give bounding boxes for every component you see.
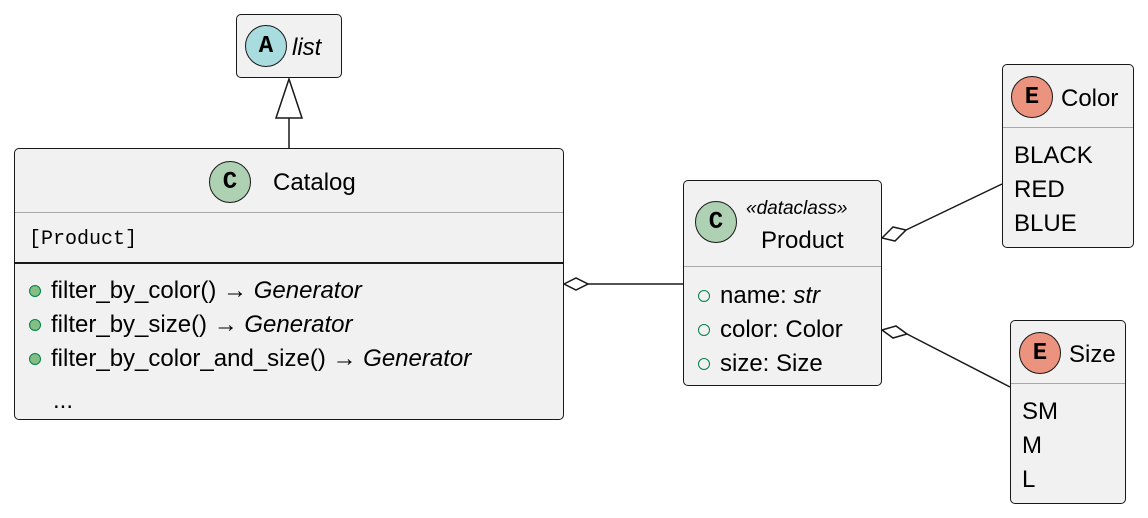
separator xyxy=(15,212,563,213)
separator xyxy=(684,266,881,267)
enum-size[interactable]: E Size SM M L xyxy=(1010,320,1126,504)
enum-value: RED xyxy=(1014,176,1065,203)
field-type: Size xyxy=(776,350,823,377)
separator xyxy=(1011,383,1125,384)
aggregation-line-product-size xyxy=(906,333,1011,388)
class-stereotype: «dataclass» xyxy=(746,198,848,219)
public-field-dot xyxy=(698,358,710,370)
class-product[interactable]: C «dataclass» Product name: str color: C… xyxy=(683,180,882,386)
catalog-method-3: filter_by_color_and_size() → Generator xyxy=(29,345,471,373)
catalog-method-1: filter_by_color() → Generator xyxy=(29,277,362,305)
enum-icon: E xyxy=(1019,332,1061,374)
aggregation-diamond-color xyxy=(880,226,908,242)
public-field-dot xyxy=(698,324,710,336)
method-return-type: Generator xyxy=(244,311,353,338)
public-method-dot xyxy=(29,319,41,331)
enum-icon: E xyxy=(1011,76,1053,118)
product-field-2: color: Color xyxy=(698,316,843,344)
product-field-1: name: str xyxy=(698,282,820,310)
field-name: color: xyxy=(720,316,779,343)
enum-name-size: Size xyxy=(1069,341,1116,368)
class-icon: C xyxy=(695,201,737,243)
class-icon: C xyxy=(209,161,251,203)
aggregation-diamond-catalog xyxy=(562,277,590,291)
enum-value: SM xyxy=(1022,398,1058,425)
class-name-catalog: Catalog xyxy=(273,169,356,196)
class-list[interactable]: A list xyxy=(236,14,342,78)
method-signature: filter_by_size() → xyxy=(51,311,238,338)
enum-value: L xyxy=(1022,466,1036,493)
public-method-dot xyxy=(29,285,41,297)
class-catalog[interactable]: C Catalog [Product] filter_by_color() → … xyxy=(14,148,564,420)
field-name: name: xyxy=(720,282,787,309)
method-return-type: Generator xyxy=(363,345,472,372)
field-type: Color xyxy=(785,316,843,343)
public-method-dot xyxy=(29,353,41,365)
inheritance-arrowhead xyxy=(274,76,304,119)
class-name-list: list xyxy=(292,34,322,61)
enum-value: BLUE xyxy=(1014,210,1077,237)
method-return-type: Generator xyxy=(253,277,362,304)
public-field-dot xyxy=(698,290,710,302)
enum-value: BLACK xyxy=(1014,142,1093,169)
class-name-product: Product xyxy=(761,227,844,254)
catalog-more: ... xyxy=(53,387,74,414)
field-type: str xyxy=(793,282,821,309)
product-field-3: size: Size xyxy=(698,350,823,378)
enum-color[interactable]: E Color BLACK RED BLUE xyxy=(1002,64,1134,248)
field-name: size: xyxy=(720,350,770,377)
method-signature: filter_by_color_and_size() → xyxy=(51,345,357,372)
abstract-class-icon: A xyxy=(245,25,287,67)
catalog-method-2: filter_by_size() → Generator xyxy=(29,311,352,339)
separator xyxy=(1003,127,1133,128)
method-signature: filter_by_color() → xyxy=(51,277,248,304)
aggregation-line-product-color xyxy=(905,183,1003,231)
enum-value: M xyxy=(1022,432,1042,459)
catalog-field: [Product] xyxy=(29,228,138,251)
enum-name-color: Color xyxy=(1061,85,1119,112)
separator xyxy=(15,262,563,264)
aggregation-diamond-size xyxy=(880,325,909,339)
